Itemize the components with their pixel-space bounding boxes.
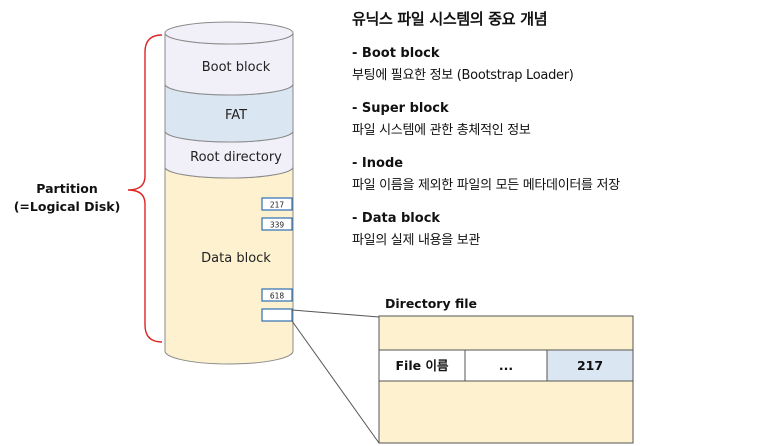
- partition-label-line2: (=Logical Disk): [13, 199, 121, 214]
- concept-notes: 유닉스 파일 시스템의 중요 개념 - Boot block 부팅에 필요한 정…: [352, 8, 767, 263]
- note-desc-data-block: 파일의 실제 내용을 보관: [352, 233, 481, 248]
- entry-inode-text: 217: [577, 358, 603, 373]
- block-217: [261, 197, 293, 211]
- disk-cylinder: Boot block FAT Root directory Data block: [164, 21, 294, 365]
- directory-file-label: Directory file: [385, 296, 477, 311]
- data-block-cells: 217 339 618: [261, 197, 293, 322]
- block-217-label: 217: [270, 201, 285, 210]
- block-directory-file: [261, 308, 293, 322]
- block-339-label: 339: [270, 221, 285, 230]
- partition-label-line1: Partition: [36, 181, 98, 196]
- block-339: [261, 217, 293, 231]
- note-heading-boot-block: - Boot block: [352, 46, 440, 61]
- disk-top: [164, 21, 294, 45]
- entry-cell-inode: [546, 349, 634, 382]
- entry-name-text: File 이름: [396, 358, 449, 373]
- note-desc-boot-block: 부팅에 필요한 정보 (Bootstrap Loader): [352, 68, 574, 83]
- block-618-label: 618: [270, 292, 285, 301]
- segment-label-data-block: Data block: [201, 251, 271, 266]
- block-618: [261, 288, 293, 302]
- note-heading-super-block: - Super block: [352, 101, 449, 116]
- note-desc-super-block: 파일 시스템에 관한 총체적인 정보: [352, 123, 531, 138]
- partition-brace: [127, 34, 163, 343]
- note-heading-data-block: - Data block: [352, 211, 441, 226]
- segment-label-fat: FAT: [225, 108, 247, 123]
- directory-file: Directory file File 이름 ... 217: [378, 296, 634, 444]
- note-desc-inode: 파일 이름을 제외한 파일의 모든 메타데이터를 저장: [352, 178, 620, 193]
- entry-cell-ellipsis: [464, 349, 548, 382]
- connector-line-top: [291, 309, 380, 318]
- entry-ellipsis-text: ...: [499, 358, 513, 373]
- note-heading-inode: - Inode: [352, 156, 404, 171]
- segment-label-root-directory: Root directory: [190, 150, 282, 165]
- partition-label: Partition (=Logical Disk): [6, 180, 128, 216]
- connector-line-bottom: [291, 320, 380, 444]
- notes-title: 유닉스 파일 시스템의 중요 개념: [352, 10, 548, 28]
- segment-label-boot-block: Boot block: [202, 60, 271, 75]
